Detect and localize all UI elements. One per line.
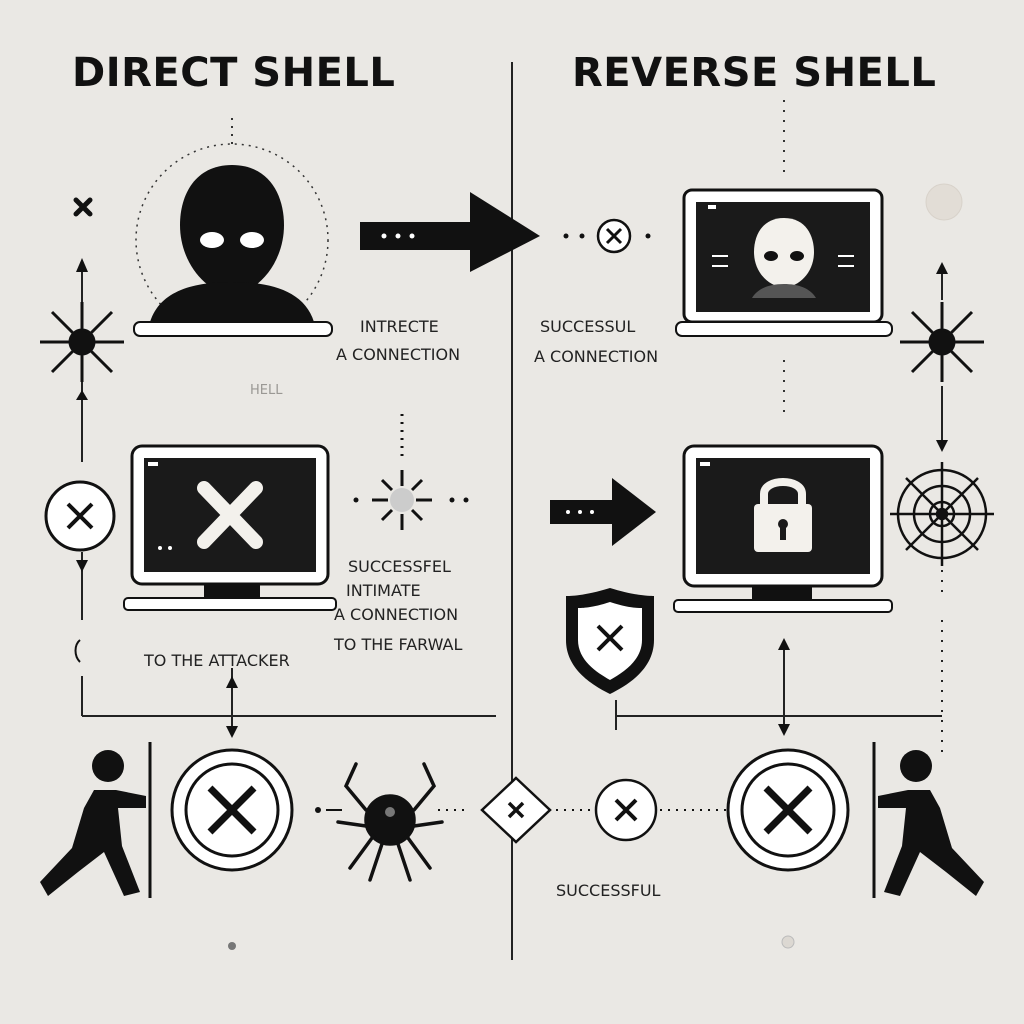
attacker-bottom-caption: TO THE ATTACKER xyxy=(144,651,290,670)
person-pushing-icon xyxy=(40,742,152,898)
diamond-x-icon xyxy=(480,776,552,844)
x-circle-small-icon xyxy=(594,778,658,842)
spider-bug-icon xyxy=(336,762,444,882)
attacker-caption-2: A CONNECTION xyxy=(336,345,461,364)
faint-shell-text: HELL xyxy=(250,383,283,398)
spark-icon xyxy=(353,414,469,530)
arrow-right-icon xyxy=(360,192,540,272)
x-circle-icon xyxy=(44,480,116,552)
x-node-icon xyxy=(563,218,651,254)
sun-burst-icon-right xyxy=(900,302,984,382)
reverse-top-caption-2: A CONNECTION xyxy=(534,347,659,366)
shield-x-icon xyxy=(566,588,654,694)
attacker-caption-1: INTRECTE xyxy=(360,317,439,336)
small-x-icon xyxy=(73,197,93,217)
middle-caption-2: INTIMATE xyxy=(346,581,421,600)
sun-burst-icon xyxy=(40,302,124,382)
lock-monitor-icon xyxy=(673,444,893,613)
lock-icon xyxy=(754,478,812,552)
person-pushing-icon-right xyxy=(872,742,984,898)
target-web-icon xyxy=(890,462,994,566)
middle-caption-3: A CONNECTION xyxy=(334,605,459,624)
arrow-right-icon-2 xyxy=(550,478,656,546)
monitor-icon xyxy=(123,444,337,611)
faint-badge-icon xyxy=(925,183,963,221)
middle-caption-4: TO THE FARWAL xyxy=(334,635,463,654)
reverse-top-caption-1: SUCCESSUL xyxy=(540,317,636,336)
laptop-icon xyxy=(675,188,893,337)
reverse-shell-title: REVERSE SHELL xyxy=(572,50,937,96)
reverse-bottom-caption: SUCCESSFUL xyxy=(556,881,661,900)
x-circle-large-icon xyxy=(170,748,294,872)
x-circle-large-icon-right xyxy=(726,748,850,872)
middle-caption-1: SUCCESSFEL xyxy=(348,557,451,576)
hacker-icon xyxy=(133,143,333,337)
direct-shell-title: DIRECT SHELL xyxy=(72,50,396,96)
